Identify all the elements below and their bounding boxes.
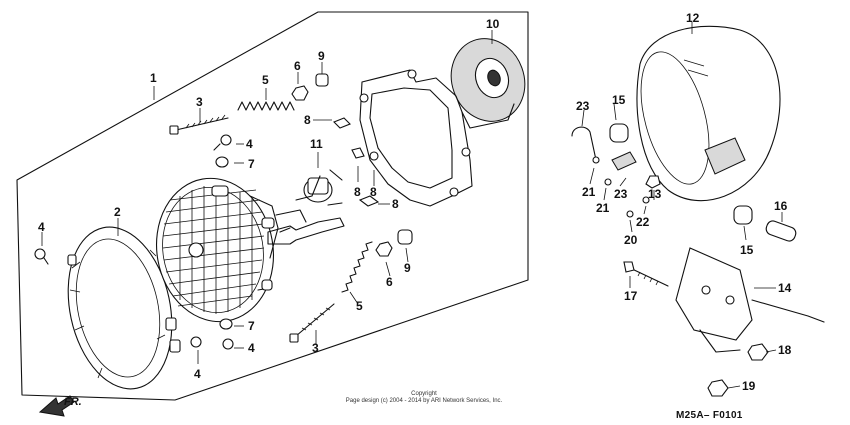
callout-11: 11	[310, 137, 323, 151]
nut-lower	[375, 241, 393, 257]
callout-8: 8	[370, 185, 377, 199]
nut-19	[707, 379, 729, 397]
callout-21: 21	[596, 201, 610, 215]
socket-cover	[450, 38, 526, 129]
callout-4: 4	[248, 341, 255, 355]
screw-20	[626, 210, 634, 218]
front-direction-icon	[38, 395, 75, 417]
collar-7b	[219, 318, 233, 330]
callout-8: 8	[354, 185, 361, 199]
callout-2: 2	[114, 205, 121, 219]
long-bolt	[623, 261, 669, 287]
callout-14: 14	[778, 281, 792, 295]
callout-15: 15	[740, 243, 754, 257]
callout-19: 19	[742, 379, 756, 393]
clip-8b	[351, 147, 365, 159]
spring-upper	[237, 101, 295, 111]
copyright-line-2: Page design (c) 2004 - 2014 by ARI Netwo…	[346, 398, 503, 404]
wire-clip-23b	[611, 151, 637, 171]
grommet-lower	[397, 229, 413, 245]
callout-7: 7	[248, 157, 255, 171]
headlight-rim	[67, 226, 181, 390]
assembly-boundary	[16, 11, 529, 401]
callout-9: 9	[318, 49, 325, 63]
grommet-upper	[315, 73, 329, 87]
grommet-15a	[609, 123, 629, 143]
leader-lines	[41, 22, 783, 389]
screw-21a	[592, 156, 600, 164]
headlight-lens	[155, 177, 279, 323]
clip-8d	[358, 195, 380, 207]
callout-20: 20	[624, 233, 638, 247]
callout-18: 18	[778, 343, 792, 357]
clip-8c	[369, 151, 379, 161]
screw-22	[642, 196, 650, 204]
callout-8: 8	[392, 197, 399, 211]
nut-upper	[291, 85, 309, 101]
wire-clip-23a	[571, 126, 597, 161]
callout-8: 8	[304, 113, 311, 127]
clip-8a	[333, 117, 351, 129]
nut-13	[645, 175, 661, 189]
callout-9: 9	[404, 261, 411, 275]
headlight-case	[636, 25, 781, 202]
callout-6: 6	[386, 275, 393, 289]
collar-16	[765, 220, 797, 242]
callout-13: 13	[648, 187, 662, 201]
bracket-stay	[675, 247, 825, 353]
copyright-line-1: Copyright	[411, 391, 437, 397]
callout-7: 7	[248, 319, 255, 333]
collar-7a	[215, 156, 229, 168]
callout-23: 23	[576, 99, 590, 113]
callout-3: 3	[312, 341, 319, 355]
callout-16: 16	[774, 199, 788, 213]
screw-21b	[604, 178, 612, 186]
callout-15: 15	[612, 93, 626, 107]
grommet-15b	[733, 205, 753, 225]
callout-3: 3	[196, 95, 203, 109]
bolt-4d	[222, 338, 234, 350]
adjusting-screw-lower	[289, 303, 335, 343]
callout-1: 1	[150, 71, 157, 85]
callout-4: 4	[38, 220, 45, 234]
callout-21: 21	[582, 185, 596, 199]
adjusting-screw-upper	[169, 114, 229, 135]
bolt-4a	[213, 134, 232, 151]
spring-lower	[341, 241, 373, 293]
callout-10: 10	[486, 17, 500, 31]
callout-17: 17	[624, 289, 638, 303]
callout-5: 5	[356, 299, 363, 313]
callout-22: 22	[636, 215, 650, 229]
mounting-bracket	[359, 69, 473, 207]
bolt-4b	[34, 248, 49, 265]
callout-labels: 1 2 3 3 4 4 4 4 5 5 6 6 7 7 8 8 8 8 9 9 …	[38, 11, 792, 393]
diagram-code: M25A– F0101	[676, 410, 743, 421]
front-label: FR.	[64, 396, 82, 408]
callout-4: 4	[246, 137, 253, 151]
flange-nut	[747, 343, 769, 361]
callout-23: 23	[614, 187, 628, 201]
bolt-4c	[190, 336, 202, 348]
callout-5: 5	[262, 73, 269, 87]
headlight-bulb	[267, 169, 345, 245]
callout-4: 4	[194, 367, 201, 381]
callout-12: 12	[686, 11, 700, 25]
callout-6: 6	[294, 59, 301, 73]
